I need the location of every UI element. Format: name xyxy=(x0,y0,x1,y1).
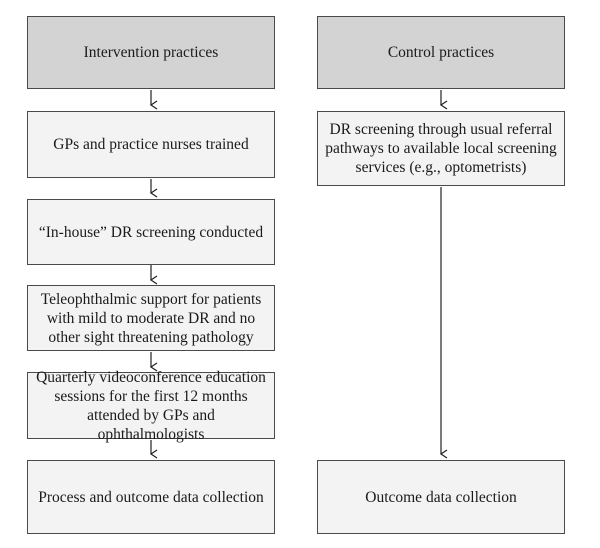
step-in-house-screening: “In-house” DR screening conducted xyxy=(27,199,275,265)
step-teleophthalmic-support: Teleophthalmic support for patients with… xyxy=(27,285,275,351)
step-videoconference-line-3: attended by GPs and ophthalmologists xyxy=(87,406,215,443)
step-teleophthalmic-line-2: with mild to moderate DR and no xyxy=(46,309,256,327)
step-videoconference-line-1: Quarterly videoconference education xyxy=(36,368,266,386)
control-header-label: Control practices xyxy=(387,44,495,61)
control-step-usual-screening: DR screening through usual referral path… xyxy=(317,111,565,186)
control-step-screening-line-3: services (e.g., optometrists) xyxy=(355,159,527,176)
intervention-header: Intervention practices xyxy=(27,16,275,89)
step-teleophthalmic-line-1: Teleophthalmic support for patients xyxy=(40,290,262,308)
step-in-house-screening-text: “In-house” DR screening conducted xyxy=(38,223,264,241)
step-teleophthalmic-line-3: other sight threatening pathology xyxy=(48,328,254,346)
control-step-outcome-collection: Outcome data collection xyxy=(317,460,565,534)
control-step-screening-line-1: DR screening through usual referral xyxy=(329,121,553,138)
step-videoconference-line-2: sessions for the first 12 months xyxy=(54,387,248,405)
intervention-header-label: Intervention practices xyxy=(83,44,219,61)
step-process-outcome-text: Process and outcome data collection xyxy=(38,488,264,506)
control-header: Control practices xyxy=(317,16,565,89)
step-training-text: GPs and practice nurses trained xyxy=(53,136,249,153)
step-videoconference-education: Quarterly videoconference education sess… xyxy=(27,369,275,443)
control-step-screening-line-2: pathways to available local screening xyxy=(325,140,557,157)
step-process-outcome-collection: Process and outcome data collection xyxy=(27,460,275,534)
step-training: GPs and practice nurses trained xyxy=(27,111,275,178)
control-step-outcome-text: Outcome data collection xyxy=(365,488,517,506)
